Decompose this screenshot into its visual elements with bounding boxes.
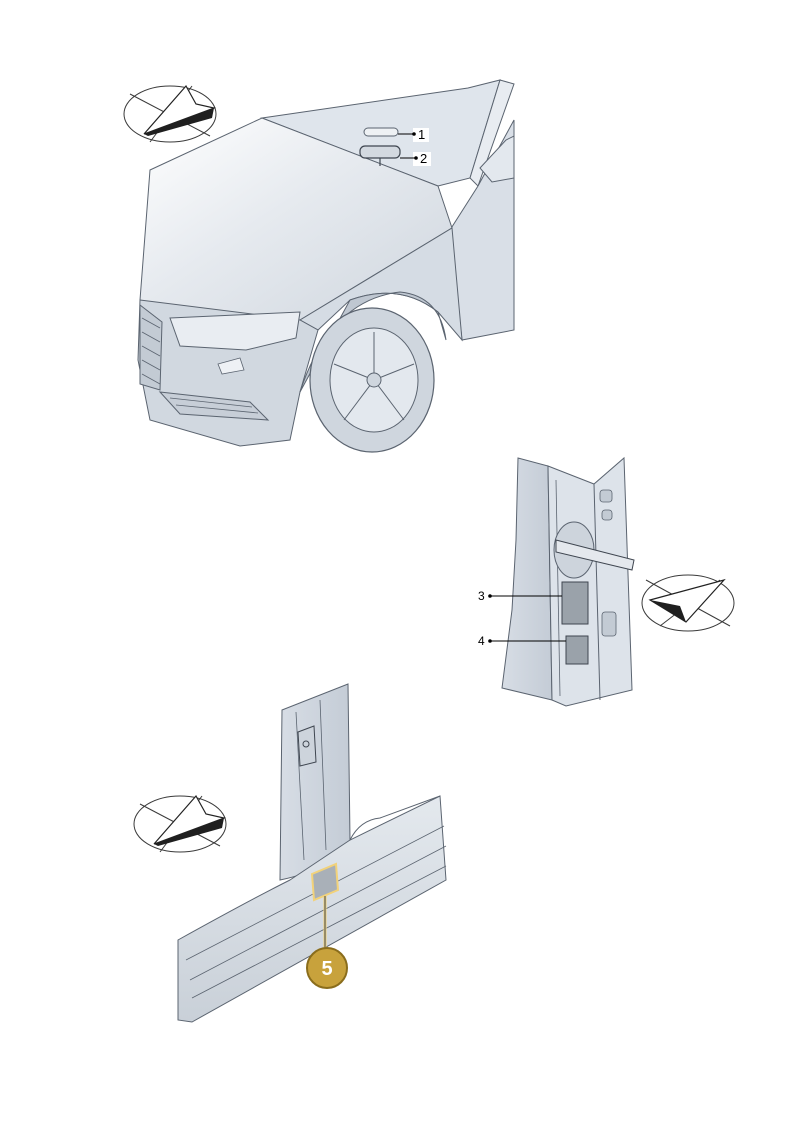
side-mirror — [479, 135, 515, 183]
rain-light-sensor — [363, 127, 399, 137]
callout-1-dot — [412, 132, 416, 136]
a-pillar — [469, 79, 515, 187]
pillar-seam — [555, 479, 561, 697]
pillar-inner-face — [547, 456, 633, 707]
vehicle-data-label — [561, 581, 589, 625]
sill-junction — [349, 795, 441, 841]
pillar-outer — [501, 457, 553, 701]
tyre-pressure-label — [565, 635, 589, 665]
rear-view-mirror — [359, 145, 401, 159]
callout-2-label: 2 — [420, 151, 427, 166]
callout-3-label: 3 — [478, 589, 485, 603]
hub-cap — [366, 372, 382, 388]
view-direction-icon-sill — [133, 794, 227, 853]
b-pillar-view: 3 4 — [478, 456, 635, 707]
grille-slats — [141, 317, 161, 385]
front-vehicle-view: 1 2 — [137, 79, 515, 453]
callout-2-dot — [414, 156, 418, 160]
striker-bolt — [302, 740, 310, 748]
pillar-hole-2 — [601, 509, 613, 521]
callout-5-label: 5 — [321, 958, 332, 980]
view-direction-icon-pillar — [641, 574, 735, 632]
intake-slats — [169, 397, 259, 414]
washer-nozzle — [217, 357, 245, 375]
lower-air-intake — [158, 391, 270, 421]
paint-code-label — [310, 862, 340, 902]
pillar-hole-1 — [599, 489, 613, 503]
headlight — [169, 311, 301, 351]
callout-2-bg — [413, 152, 431, 166]
sill-pillar-lines — [295, 699, 327, 861]
sill-panel — [177, 795, 447, 1023]
pillar-hole-3 — [601, 611, 617, 637]
view-direction-icon-front — [123, 84, 217, 143]
callout-4-label: 4 — [478, 634, 485, 648]
callout-5-badge — [306, 947, 348, 989]
pillar-edge — [593, 483, 601, 701]
door-sill-view: 5 — [177, 683, 447, 1023]
callout-1-bg — [413, 128, 429, 142]
door-check-strap — [555, 539, 635, 571]
callout-1-label: 1 — [418, 127, 425, 142]
door-latch-striker — [297, 725, 317, 767]
